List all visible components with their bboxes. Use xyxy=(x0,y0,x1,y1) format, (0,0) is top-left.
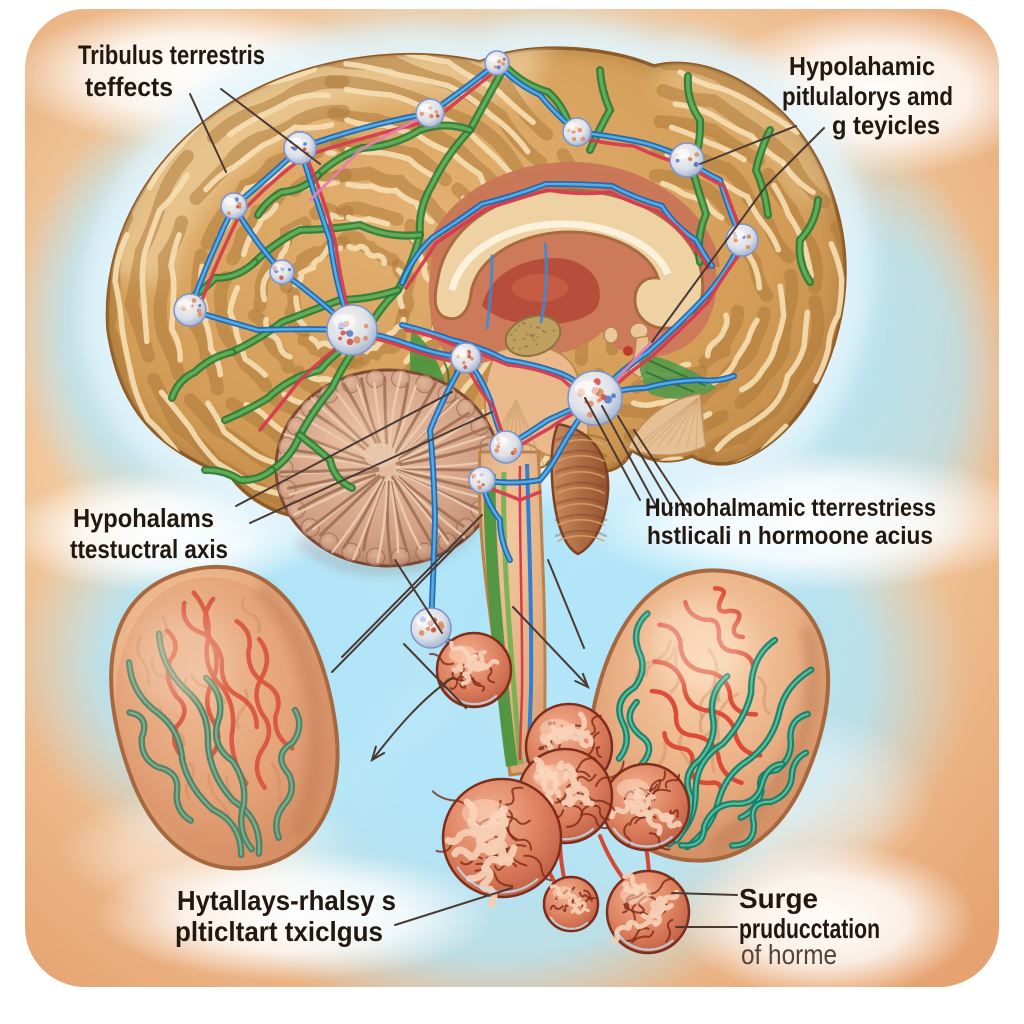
svg-text:Surge: Surge xyxy=(739,883,818,914)
svg-text:g teyicles: g teyicles xyxy=(832,110,940,140)
svg-text:Tribulus terrestris: Tribulus terrestris xyxy=(78,40,265,70)
svg-text:Humohalmamic tterrestriess: Humohalmamic tterrestriess xyxy=(645,494,936,522)
svg-text:of horme: of horme xyxy=(741,939,837,970)
svg-text:ttestuctral axis: ttestuctral axis xyxy=(70,534,228,564)
svg-text:pitlulalorys amd: pitlulalorys amd xyxy=(782,81,953,111)
svg-text:pruducctation: pruducctation xyxy=(739,913,880,944)
svg-text:teffects: teffects xyxy=(85,72,173,102)
svg-text:hstlicali n hormoone acius: hstlicali n hormoone acius xyxy=(647,522,933,550)
svg-text:Hypolahamic: Hypolahamic xyxy=(789,51,935,81)
svg-text:Hytallays-rhalsy s: Hytallays-rhalsy s xyxy=(177,885,396,916)
svg-text:Hypohalams: Hypohalams xyxy=(73,503,214,533)
svg-text:plticltart txiclgus: plticltart txiclgus xyxy=(175,916,383,947)
